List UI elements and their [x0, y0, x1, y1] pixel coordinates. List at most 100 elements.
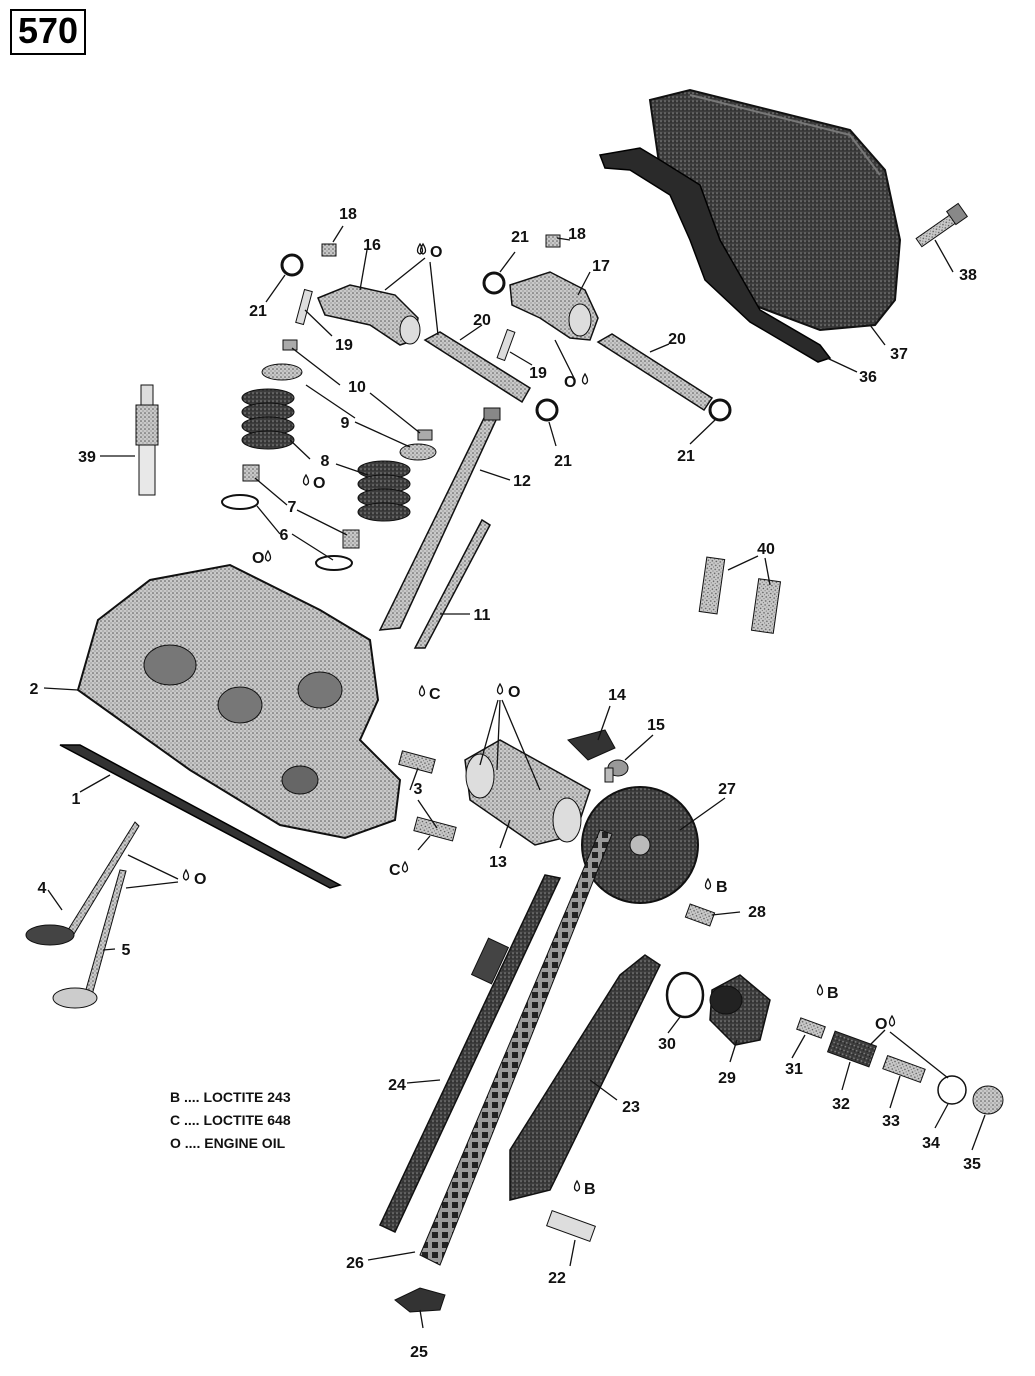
oil-marker-rocker-left-2: O	[416, 242, 424, 255]
callout-25: 25	[410, 1344, 428, 1361]
callout-20b: 20	[668, 331, 686, 348]
oil-marker-rocker-right: O	[564, 372, 589, 391]
part-2-cylinder-head	[76, 563, 402, 840]
part-4-exhaust-valve	[25, 821, 140, 946]
callout-23: 23	[622, 1099, 640, 1116]
part-5-intake-valve	[52, 869, 127, 1009]
callout-36: 36	[859, 369, 877, 386]
leader-lines	[43, 225, 986, 1329]
callout-14: 14	[608, 687, 626, 704]
part-34-washer	[937, 1075, 967, 1105]
part-11-stud	[413, 518, 491, 649]
oil-marker-tensioner: O	[875, 1014, 896, 1033]
diagram-reference-number: 570	[10, 9, 86, 55]
callout-26: 26	[346, 1255, 364, 1272]
loctite-243-marker-tensioner: B	[816, 983, 839, 1002]
callout-labels: 1 2 3 4 5 6 7 8 9 10 11 12 13 14 15 16 1…	[30, 206, 981, 1361]
part-40-dowel-pin	[698, 556, 782, 634]
callout-7: 7	[288, 499, 297, 516]
loctite-243-marker-pin: B	[573, 1179, 596, 1198]
part-3-stud	[398, 750, 457, 842]
part-15-screw	[604, 759, 629, 783]
legend-row-c: C .... LOCTITE 648	[170, 1112, 291, 1128]
svg-text:O: O	[875, 1016, 887, 1033]
svg-text:O: O	[430, 244, 442, 261]
callout-10: 10	[348, 379, 366, 396]
callout-4: 4	[38, 880, 47, 897]
part-8-valve-spring	[241, 388, 411, 522]
part-28-sprocket-screw	[684, 903, 716, 927]
part-23-tensioner-guide	[509, 954, 661, 1201]
part-9-spring-retainer	[261, 363, 437, 461]
part-26-timing-chain	[419, 829, 613, 1266]
callout-17: 17	[592, 258, 610, 275]
svg-text:O: O	[313, 475, 325, 492]
part-22-pin	[546, 1209, 596, 1243]
svg-text:C: C	[429, 686, 441, 703]
svg-text:B: B	[584, 1181, 596, 1198]
callout-27: 27	[718, 781, 736, 798]
svg-text:O: O	[252, 550, 264, 567]
callout-31: 31	[785, 1061, 803, 1078]
part-7-valve-seal	[242, 464, 360, 549]
callout-18a: 18	[339, 206, 357, 223]
callout-19b: 19	[529, 365, 547, 382]
oil-marker-rocker-left: O	[419, 242, 442, 261]
part-21-o-ring	[280, 253, 732, 422]
svg-text:O: O	[194, 871, 206, 888]
oil-marker-camshaft: O	[496, 682, 520, 701]
part-38-cover-bolt	[915, 202, 969, 248]
callout-18b: 18	[568, 226, 586, 243]
oil-marker-spring-seal: O	[302, 473, 325, 492]
callout-1: 1	[72, 791, 81, 808]
callout-2: 2	[30, 681, 39, 698]
callout-11: 11	[474, 607, 491, 624]
callout-8: 8	[321, 453, 330, 470]
callout-33: 33	[882, 1113, 900, 1130]
callout-21a: 21	[249, 303, 267, 320]
callout-35: 35	[963, 1156, 981, 1173]
callout-5: 5	[122, 942, 131, 959]
legend-row-b: B .... LOCTITE 243	[170, 1089, 291, 1105]
callout-28: 28	[748, 904, 766, 921]
callout-38: 38	[959, 267, 977, 284]
callout-21d: 21	[677, 448, 695, 465]
part-32-plunger	[826, 1030, 878, 1068]
callout-32: 32	[832, 1096, 850, 1113]
part-1-head-gasket	[59, 744, 342, 889]
part-13-camshaft	[464, 739, 591, 846]
callout-3: 3	[414, 781, 423, 798]
part-20-rocker-shaft	[423, 331, 714, 412]
callout-40: 40	[757, 541, 775, 558]
callout-39: 39	[78, 449, 96, 466]
callout-22: 22	[548, 1270, 566, 1287]
callout-13: 13	[489, 854, 507, 871]
part-35-plug	[972, 1085, 1004, 1115]
oil-marker-spring-seat: O	[252, 549, 272, 567]
callout-9: 9	[341, 415, 350, 432]
part-14-bracket	[567, 729, 616, 761]
part-18-adjuster	[321, 234, 561, 257]
callout-19a: 19	[335, 337, 353, 354]
svg-text:O: O	[508, 684, 520, 701]
loctite-648-marker-lower: C	[389, 860, 409, 879]
loctite-648-marker-upper: C	[418, 684, 441, 703]
part-25-chain-guide-bracket	[394, 1287, 446, 1313]
svg-text:C: C	[389, 862, 401, 879]
callout-34: 34	[922, 1135, 940, 1152]
part-29-tensioner-housing	[709, 974, 771, 1046]
callout-21b: 21	[511, 229, 529, 246]
callout-24: 24	[388, 1077, 406, 1094]
part-12-tensioner-guide-bolt	[378, 407, 501, 631]
part-36-cover-gasket	[598, 147, 832, 363]
svg-text:B: B	[827, 985, 839, 1002]
svg-text:B: B	[716, 879, 728, 896]
part-33-spring	[882, 1054, 926, 1084]
oil-marker-valves: O	[182, 868, 206, 888]
callout-6: 6	[280, 527, 289, 544]
callout-15: 15	[647, 717, 665, 734]
part-24-chain-guide	[379, 874, 562, 1233]
callout-20a: 20	[473, 312, 491, 329]
part-39-spark-plug	[135, 384, 159, 496]
